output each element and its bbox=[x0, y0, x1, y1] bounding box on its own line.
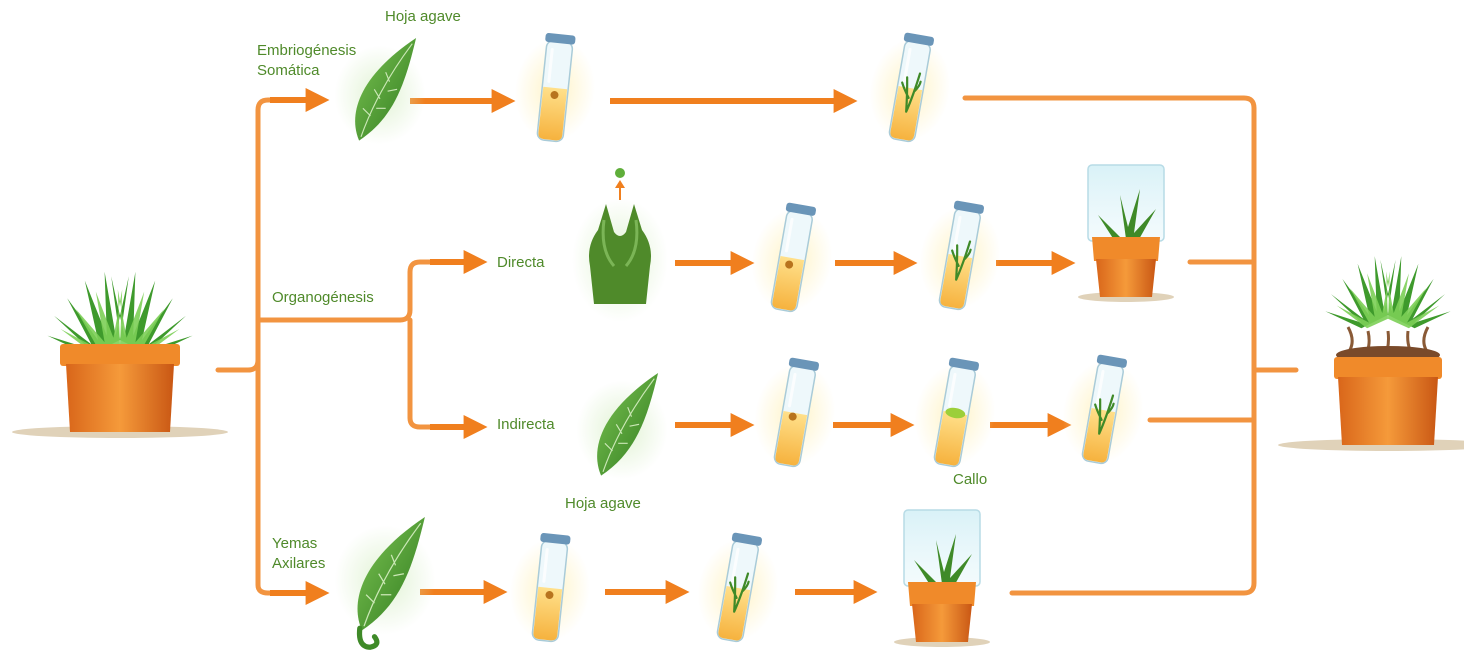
label-hoja-agave-mid: Hoja agave bbox=[565, 494, 641, 514]
label-indirecta: Indirecta bbox=[497, 415, 555, 435]
culture-tube-icon bbox=[505, 530, 596, 646]
label-embriogenesis-line1: Embriogénesis bbox=[257, 41, 356, 61]
glass-jar-plantlet-icon bbox=[1078, 165, 1174, 302]
culture-tube-icon bbox=[912, 196, 1010, 316]
label-hoja-agave-top: Hoja agave bbox=[385, 7, 461, 27]
glass-jar-plantlet-icon bbox=[894, 510, 990, 647]
label-directa: Directa bbox=[497, 253, 545, 273]
potted-agave-icon bbox=[12, 272, 228, 438]
label-organogenesis: Organogénesis bbox=[272, 288, 374, 308]
rooted-agave-pot-icon bbox=[1278, 256, 1464, 451]
culture-tube-icon bbox=[510, 30, 601, 146]
culture-tube-icon bbox=[1055, 350, 1153, 470]
culture-tube-icon bbox=[744, 198, 842, 318]
culture-tube-icon bbox=[690, 528, 788, 648]
culture-tube-icon bbox=[907, 353, 1005, 473]
label-yemas-line2: Axilares bbox=[272, 554, 325, 574]
label-embriogenesis-line2: Somática bbox=[257, 61, 320, 81]
agave-leaf-icon bbox=[335, 517, 436, 647]
left-branch-lines bbox=[218, 100, 470, 593]
label-callo: Callo bbox=[953, 470, 987, 490]
culture-tube-icon bbox=[747, 353, 845, 473]
agave-leaf-icon bbox=[576, 373, 667, 479]
meristem-explant-icon bbox=[572, 168, 668, 322]
culture-tube-icon bbox=[862, 28, 960, 148]
label-yemas-line1: Yemas bbox=[272, 534, 317, 554]
